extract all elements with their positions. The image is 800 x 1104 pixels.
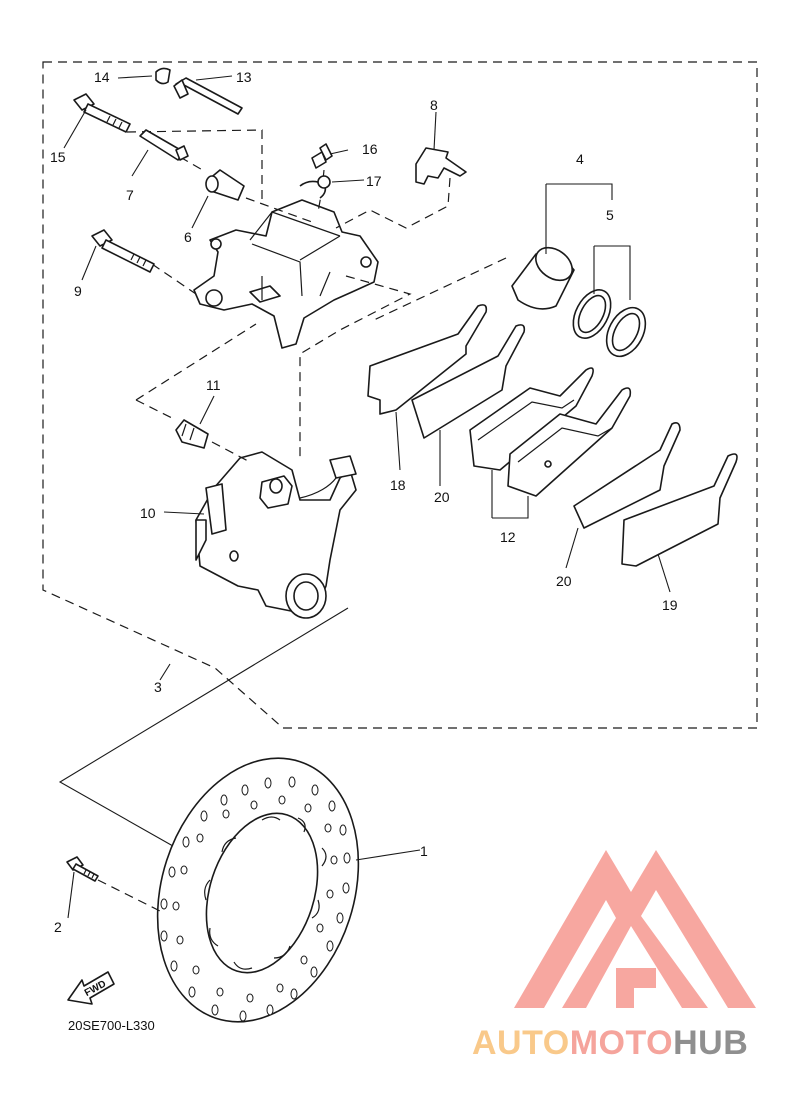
piston-seal <box>572 289 612 339</box>
slide-sleeve <box>205 169 245 201</box>
callout-16: 16 <box>362 141 378 157</box>
disc-bolt <box>66 856 99 882</box>
callout-1: 1 <box>420 843 428 859</box>
pad-shim-outer <box>621 453 738 567</box>
pad-insulator-inner <box>411 324 526 439</box>
callout-17: 17 <box>366 173 382 189</box>
callout-5: 5 <box>606 207 614 223</box>
fwd-arrow-icon: FWD <box>67 971 115 1005</box>
callout-20-lower: 20 <box>556 573 572 589</box>
retaining-clip <box>299 175 331 199</box>
callout-8: 8 <box>430 97 438 113</box>
callout-9: 9 <box>74 283 82 299</box>
callout-14: 14 <box>94 69 110 85</box>
bracket-bolt <box>91 229 155 273</box>
dust-seal <box>605 306 647 358</box>
leader-lines <box>63 75 671 919</box>
fwd-label: FWD <box>83 979 108 999</box>
caliper-bracket <box>195 451 357 619</box>
callout-19: 19 <box>662 597 678 613</box>
callout-11: 11 <box>206 377 221 393</box>
watermark-text: AUTOMOTOHUB <box>472 1024 748 1062</box>
callout-4: 4 <box>576 151 584 167</box>
guide-bracket-to-body <box>135 323 257 463</box>
watermark-hub: HUB <box>673 1024 748 1062</box>
guide-pads <box>373 257 507 321</box>
callout-10: 10 <box>140 505 156 521</box>
pad-shim-inner <box>367 304 488 415</box>
logo-mark-icon <box>514 850 756 1008</box>
callout-13: 13 <box>236 69 252 85</box>
caliper-assembly-boundary <box>42 61 758 729</box>
drawing-code: 20SE700-L330 <box>68 1018 155 1033</box>
guide-pin7 <box>179 156 207 173</box>
callout-15: 15 <box>50 149 66 165</box>
callout-2: 2 <box>54 919 62 935</box>
leader-assembly-to-disc <box>58 607 349 851</box>
guide-piston-axis <box>299 275 412 462</box>
brake-pad-outer <box>507 387 632 497</box>
leader-bolt-to-disc <box>97 879 163 913</box>
guide-sleeve6 <box>245 197 313 223</box>
caliper-body <box>193 199 379 349</box>
callout-3: 3 <box>154 679 162 695</box>
pad-insulator-outer <box>573 422 681 529</box>
watermark-auto: AUTO <box>472 1024 570 1062</box>
bleed-screw <box>311 143 333 169</box>
pad-pin <box>173 77 243 115</box>
caliper-bolt-long <box>73 93 131 133</box>
watermark-logo: AUTOMOTOHUB <box>472 850 756 1062</box>
callout-12: 12 <box>500 529 516 545</box>
guide-bolt9 <box>151 263 197 295</box>
rubber-boot <box>175 419 209 449</box>
callout-20-upper: 20 <box>434 489 450 505</box>
caliper-piston <box>511 246 575 310</box>
guide-clip8 <box>335 177 451 229</box>
callout-6: 6 <box>184 229 192 245</box>
slide-pin <box>139 129 189 161</box>
callout-7: 7 <box>126 187 134 203</box>
callout-18: 18 <box>390 477 406 493</box>
brake-disc <box>156 757 360 1023</box>
pad-spring <box>415 147 467 185</box>
watermark-moto: MOTO <box>570 1024 673 1062</box>
bleed-cap <box>155 67 171 85</box>
guide-bolt15 <box>126 129 263 200</box>
